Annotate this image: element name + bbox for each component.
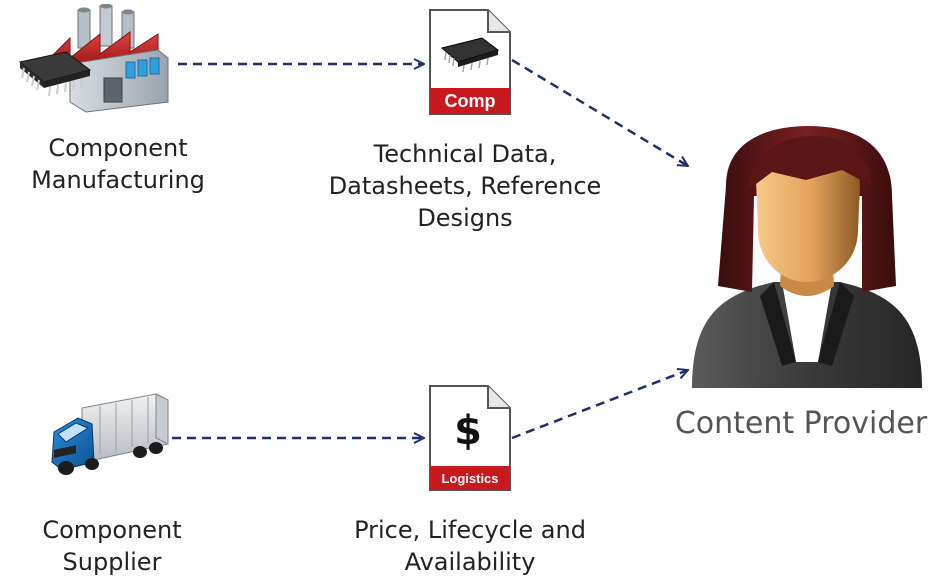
document-chip-icon: Comp <box>429 9 511 115</box>
supplier-label: Component Supplier <box>42 516 182 576</box>
provider-label: Content Provider <box>674 406 928 441</box>
dollar-symbol: $ <box>454 408 482 454</box>
manufacturer-label: Component Manufacturing <box>31 134 205 194</box>
logistics-doc-label: Price, Lifecycle and Availability <box>354 516 586 576</box>
arrow-techdoc-to-provider <box>511 58 688 166</box>
arrow-logistics-to-provider <box>511 370 688 440</box>
logistics-doc-badge: Logistics <box>441 471 498 486</box>
document-dollar-icon: $ Logistics <box>429 385 511 491</box>
factory-icon <box>18 4 169 113</box>
delivery-truck-icon <box>51 393 169 475</box>
person-avatar-icon <box>692 126 922 388</box>
tech-doc-badge: Comp <box>445 91 496 111</box>
technical-doc-label: Technical Data, Datasheets, Reference De… <box>328 140 602 232</box>
